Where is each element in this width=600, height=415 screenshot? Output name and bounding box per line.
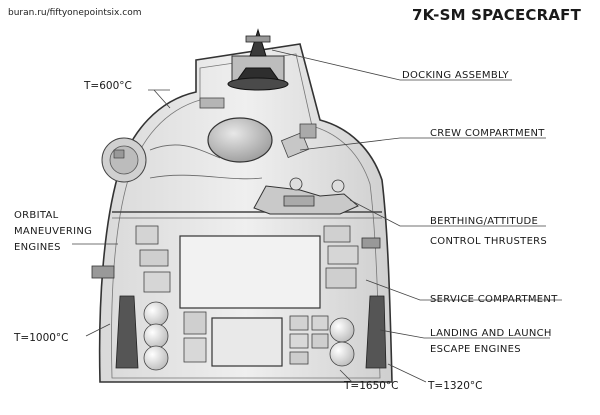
leader-lines: [72, 49, 562, 383]
label-landing-line1: LANDING AND LAUNCH: [430, 328, 552, 339]
service-compartment-drawing: [135, 225, 359, 367]
docking-assembly-drawing: [227, 28, 289, 91]
label-docking-assembly: DOCKING ASSEMBLY: [402, 70, 509, 81]
label-service-compartment: SERVICE COMPARTMENT: [430, 294, 558, 305]
source-credit: buran.ru/fiftyonepointsix.com: [8, 8, 142, 18]
label-berthing-line2: CONTROL THRUSTERS: [430, 236, 548, 247]
temp-1320: T=1320°C: [428, 380, 483, 392]
label-orbital-line2: MANEUVERING: [14, 226, 93, 237]
label-orbital-line1: ORBITAL: [14, 210, 59, 221]
label-crew-compartment: CREW COMPARTMENT: [430, 128, 545, 139]
diagram-title: 7K-SM SPACECRAFT: [412, 6, 582, 24]
label-landing-line2: ESCAPE ENGINES: [430, 344, 521, 355]
engine-nozzles: [91, 237, 387, 369]
propellant-tanks: [143, 301, 355, 371]
label-orbital-line3: ENGINES: [14, 242, 61, 253]
label-berthing-line1: BERTHING/ATTITUDE: [430, 216, 539, 227]
side-hatch-drawing: [101, 137, 147, 183]
temp-1650: T=1650°C: [344, 380, 399, 392]
temp-1000: T=1000°C: [14, 332, 69, 344]
temp-600: T=600°C: [84, 80, 132, 92]
crew-compartment-drawing: [149, 97, 359, 215]
